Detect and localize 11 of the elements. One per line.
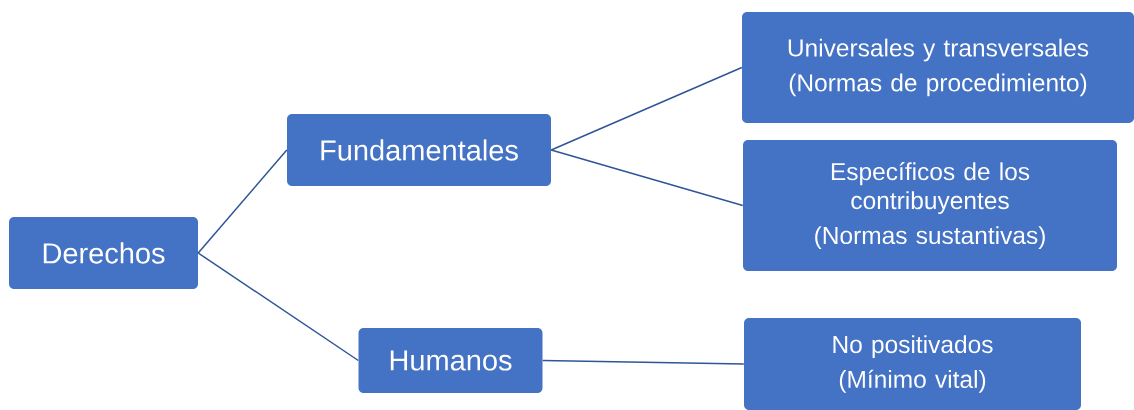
connector-line [197,149,288,254]
process-box: Específicos de los contribuyentes (Normas sustantivas) [743,140,1117,271]
connector-line [550,66,743,151]
process-box: Derechos [9,217,198,289]
connector-line [197,252,360,362]
process-box: No positivados (Mínimo vital) [744,318,1081,410]
connector-line [550,149,744,207]
process-box: Universales y transversales (Normas de procedimiento) [742,12,1134,123]
connector-line [541,359,745,365]
process-box: Fundamentales [287,114,551,186]
process-box: Humanos [358,328,543,393]
